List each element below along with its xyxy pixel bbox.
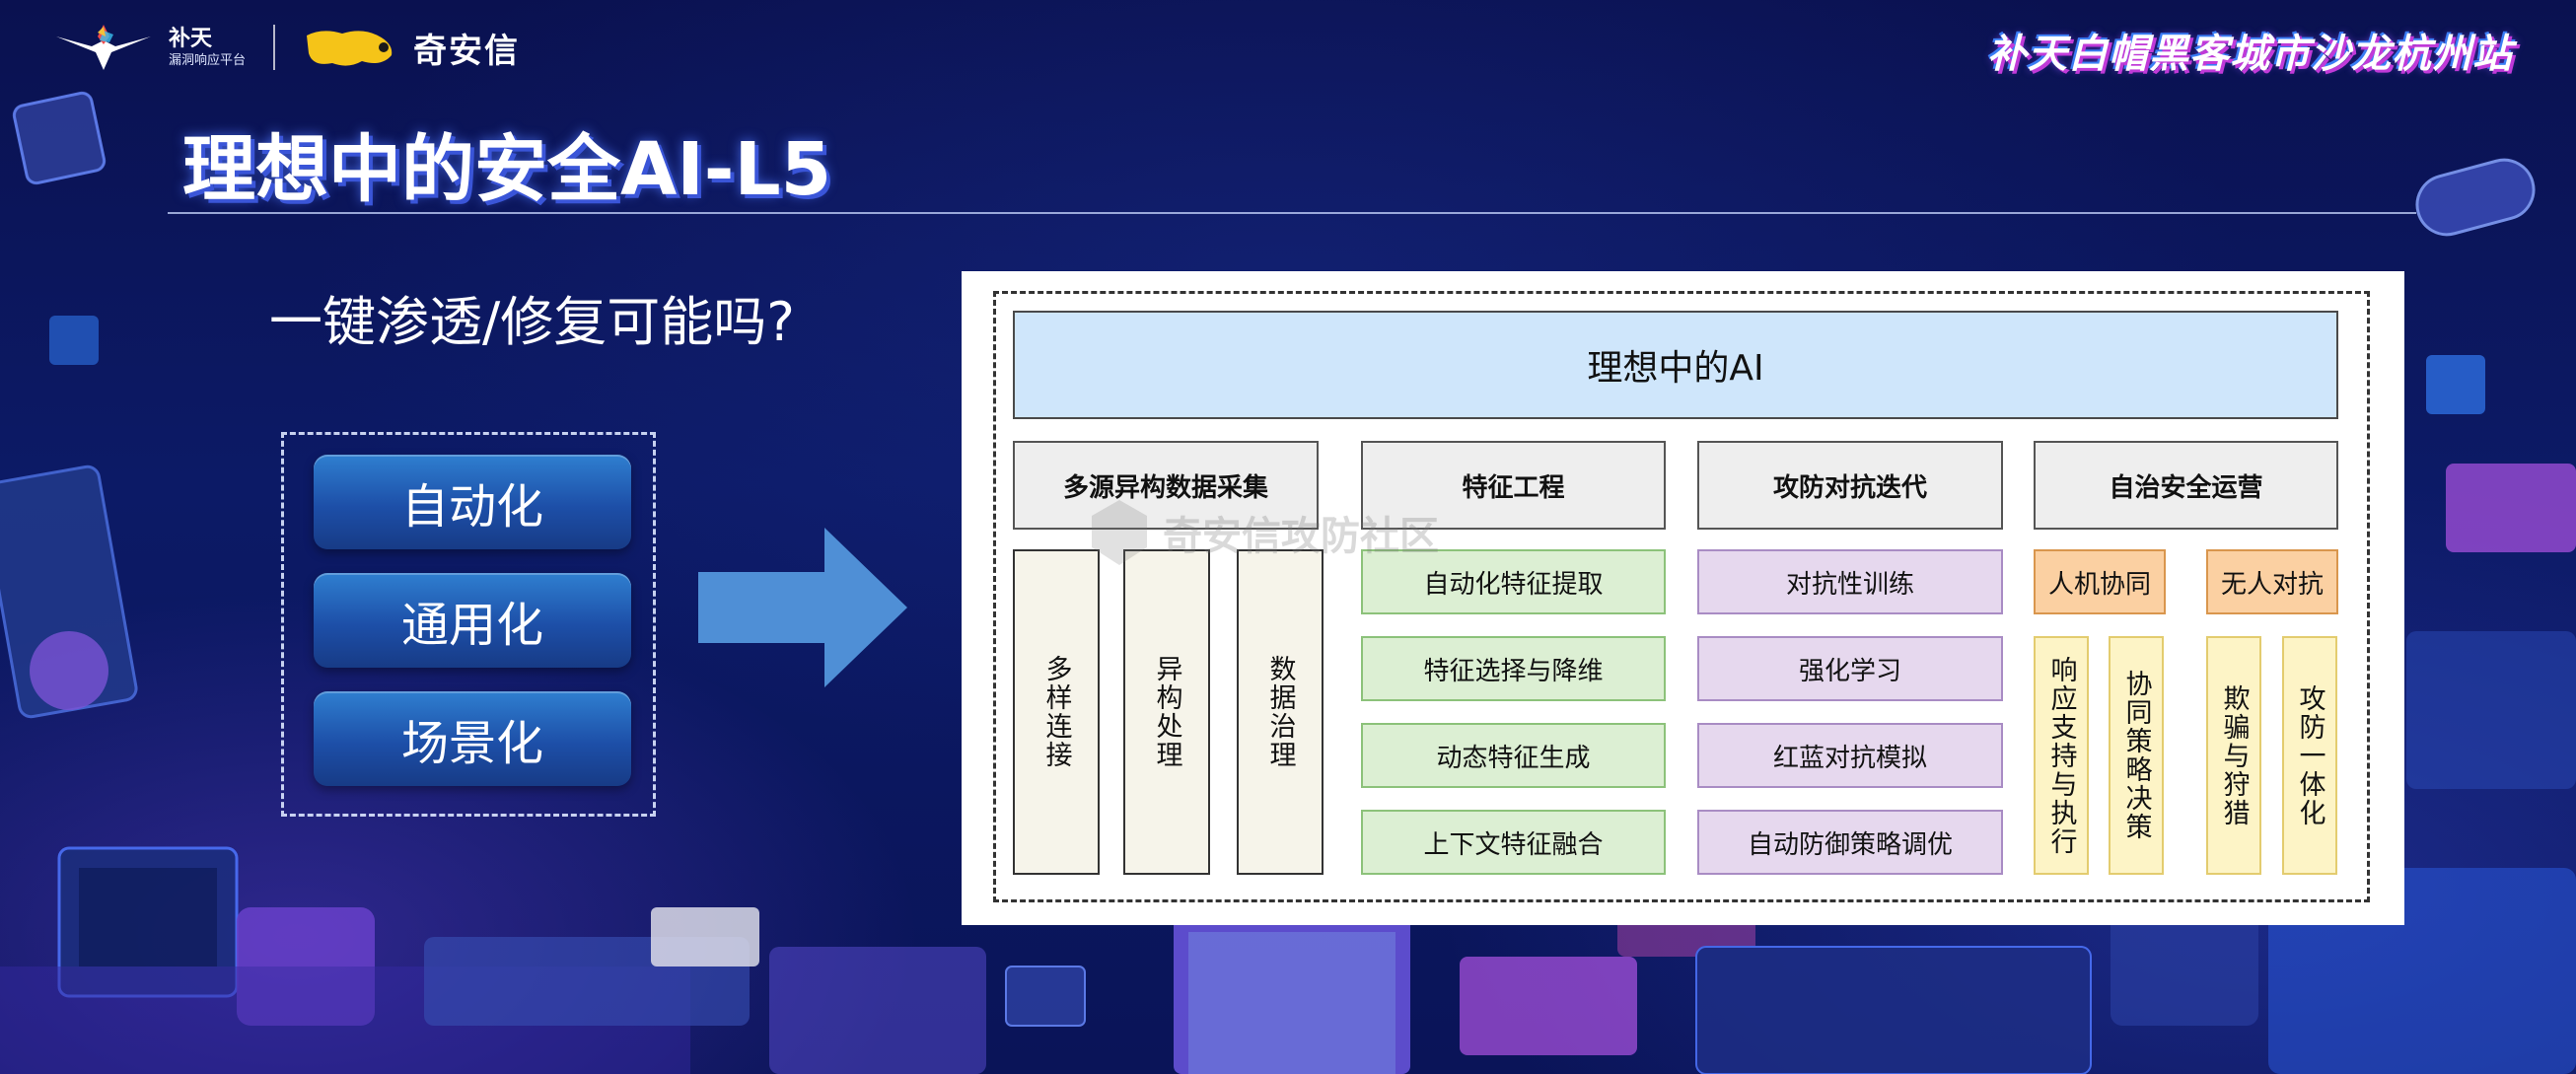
column-header-adversarial-iteration: 攻防对抗迭代 (1697, 441, 2003, 530)
capability-box: 自动化 通用化 场景化 (281, 432, 656, 817)
autonomous-ops-item: 响应支持与执行 (2034, 636, 2089, 875)
feature-engineering-item: 动态特征生成 (1361, 723, 1666, 788)
column-header-autonomous-ops: 自治安全运营 (2034, 441, 2338, 530)
butian-name: 补天 (169, 26, 213, 51)
adversarial-item: 对抗性训练 (1697, 549, 2003, 614)
question-text: 一键渗透/修复可能吗? (269, 291, 795, 353)
feature-engineering-item: 自动化特征提取 (1361, 549, 1666, 614)
title-underline (168, 212, 2416, 214)
capability-automation: 自动化 (314, 455, 631, 549)
capability-generalization: 通用化 (314, 573, 631, 668)
adversarial-item: 红蓝对抗模拟 (1697, 723, 2003, 788)
data-collection-item: 多样连接 (1013, 549, 1100, 875)
watermark-text: 奇安信攻防社区 (1163, 514, 1439, 559)
feature-engineering-item: 特征选择与降维 (1361, 636, 1666, 701)
page-title: 理想中的安全AI-L5 (182, 127, 832, 212)
group-label-unmanned: 无人对抗 (2206, 549, 2338, 614)
ideal-ai-diagram: 理想中的AI 多源异构数据采集 多样连接 异构处理 数据治理 特征工程 自动化特… (962, 271, 2404, 925)
adversarial-item: 自动防御策略调优 (1697, 810, 2003, 875)
event-title: 补天白帽黑客城市沙龙杭州站 (1987, 32, 2513, 77)
feature-engineering-item: 上下文特征融合 (1361, 810, 1666, 875)
logo-divider (273, 25, 276, 70)
header-logos: 补天 漏洞响应平台 奇安信 (54, 20, 520, 75)
qianxin-name: 奇安信 (413, 31, 521, 71)
autonomous-ops-item: 欺骗与狩猎 (2206, 636, 2261, 875)
autonomous-ops-item: 攻防一体化 (2282, 636, 2337, 875)
right-arrow-icon (698, 528, 907, 687)
capability-scenario: 场景化 (314, 691, 631, 786)
butian-subtitle: 漏洞响应平台 (169, 52, 247, 68)
column-header-feature-engineering: 特征工程 (1361, 441, 1666, 530)
butian-brand: 补天 漏洞响应平台 (169, 26, 247, 68)
adversarial-item: 强化学习 (1697, 636, 2003, 701)
diagram-top-bar: 理想中的AI (1013, 311, 2338, 419)
data-collection-item: 数据治理 (1237, 549, 1324, 875)
watermark: 奇安信攻防社区 (1090, 498, 1439, 567)
column-header-data-collection: 多源异构数据采集 (1013, 441, 1319, 530)
watermark-logo-icon (1092, 500, 1147, 565)
diagram-dashed-border (993, 291, 2370, 902)
group-label-human-machine: 人机协同 (2034, 549, 2166, 614)
data-collection-item: 异构处理 (1123, 549, 1210, 875)
butian-bird-logo-icon (56, 25, 151, 70)
qianxin-mascot-logo-icon (307, 31, 393, 66)
autonomous-ops-item: 协同策略决策 (2109, 636, 2164, 875)
